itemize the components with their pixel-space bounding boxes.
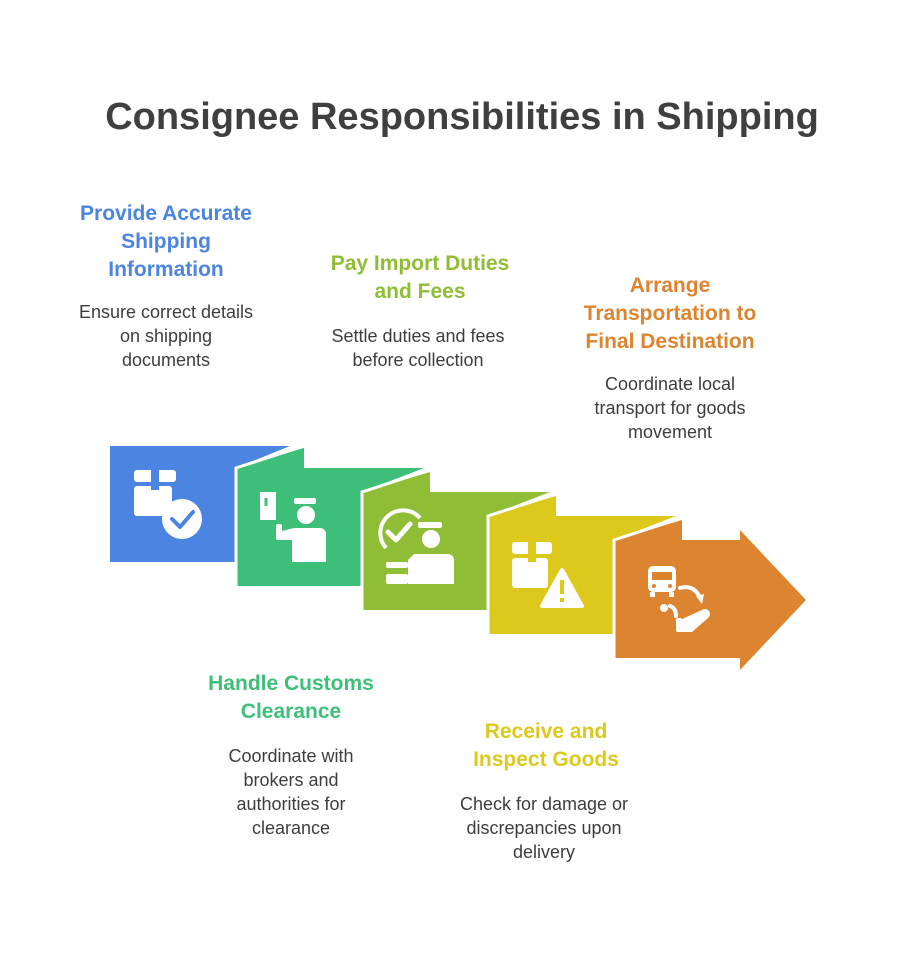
step-5-title: Arrange Transportation to Final Destinat… bbox=[583, 274, 757, 353]
step-4-card bbox=[488, 496, 676, 634]
step-3-title: Pay Import Duties and Fees bbox=[330, 252, 510, 303]
step-4-title: Receive and Inspect Goods bbox=[473, 720, 619, 771]
step-5-description: Coordinate local transport for goods mov… bbox=[594, 374, 746, 442]
step-2-description: Coordinate with brokers and authorities … bbox=[228, 746, 354, 838]
step-1-title: Provide Accurate Shipping Information bbox=[80, 202, 252, 281]
step-5-arrow bbox=[614, 520, 806, 670]
bus-delivery-icon bbox=[648, 566, 710, 632]
checklist-officer-icon bbox=[378, 508, 454, 584]
page-title: Consignee Responsibilities in Shipping bbox=[105, 96, 819, 138]
step-4-description: Check for damage or discrepancies upon d… bbox=[459, 794, 629, 862]
step-1-description: Ensure correct details on shipping docum… bbox=[78, 302, 254, 370]
customs-officer-icon bbox=[260, 492, 326, 562]
step-2-title: Handle Customs Clearance bbox=[208, 672, 374, 723]
box-check-icon bbox=[134, 470, 202, 539]
box-warning-icon bbox=[512, 542, 584, 608]
step-3-description: Settle duties and fees before collection bbox=[331, 326, 505, 370]
